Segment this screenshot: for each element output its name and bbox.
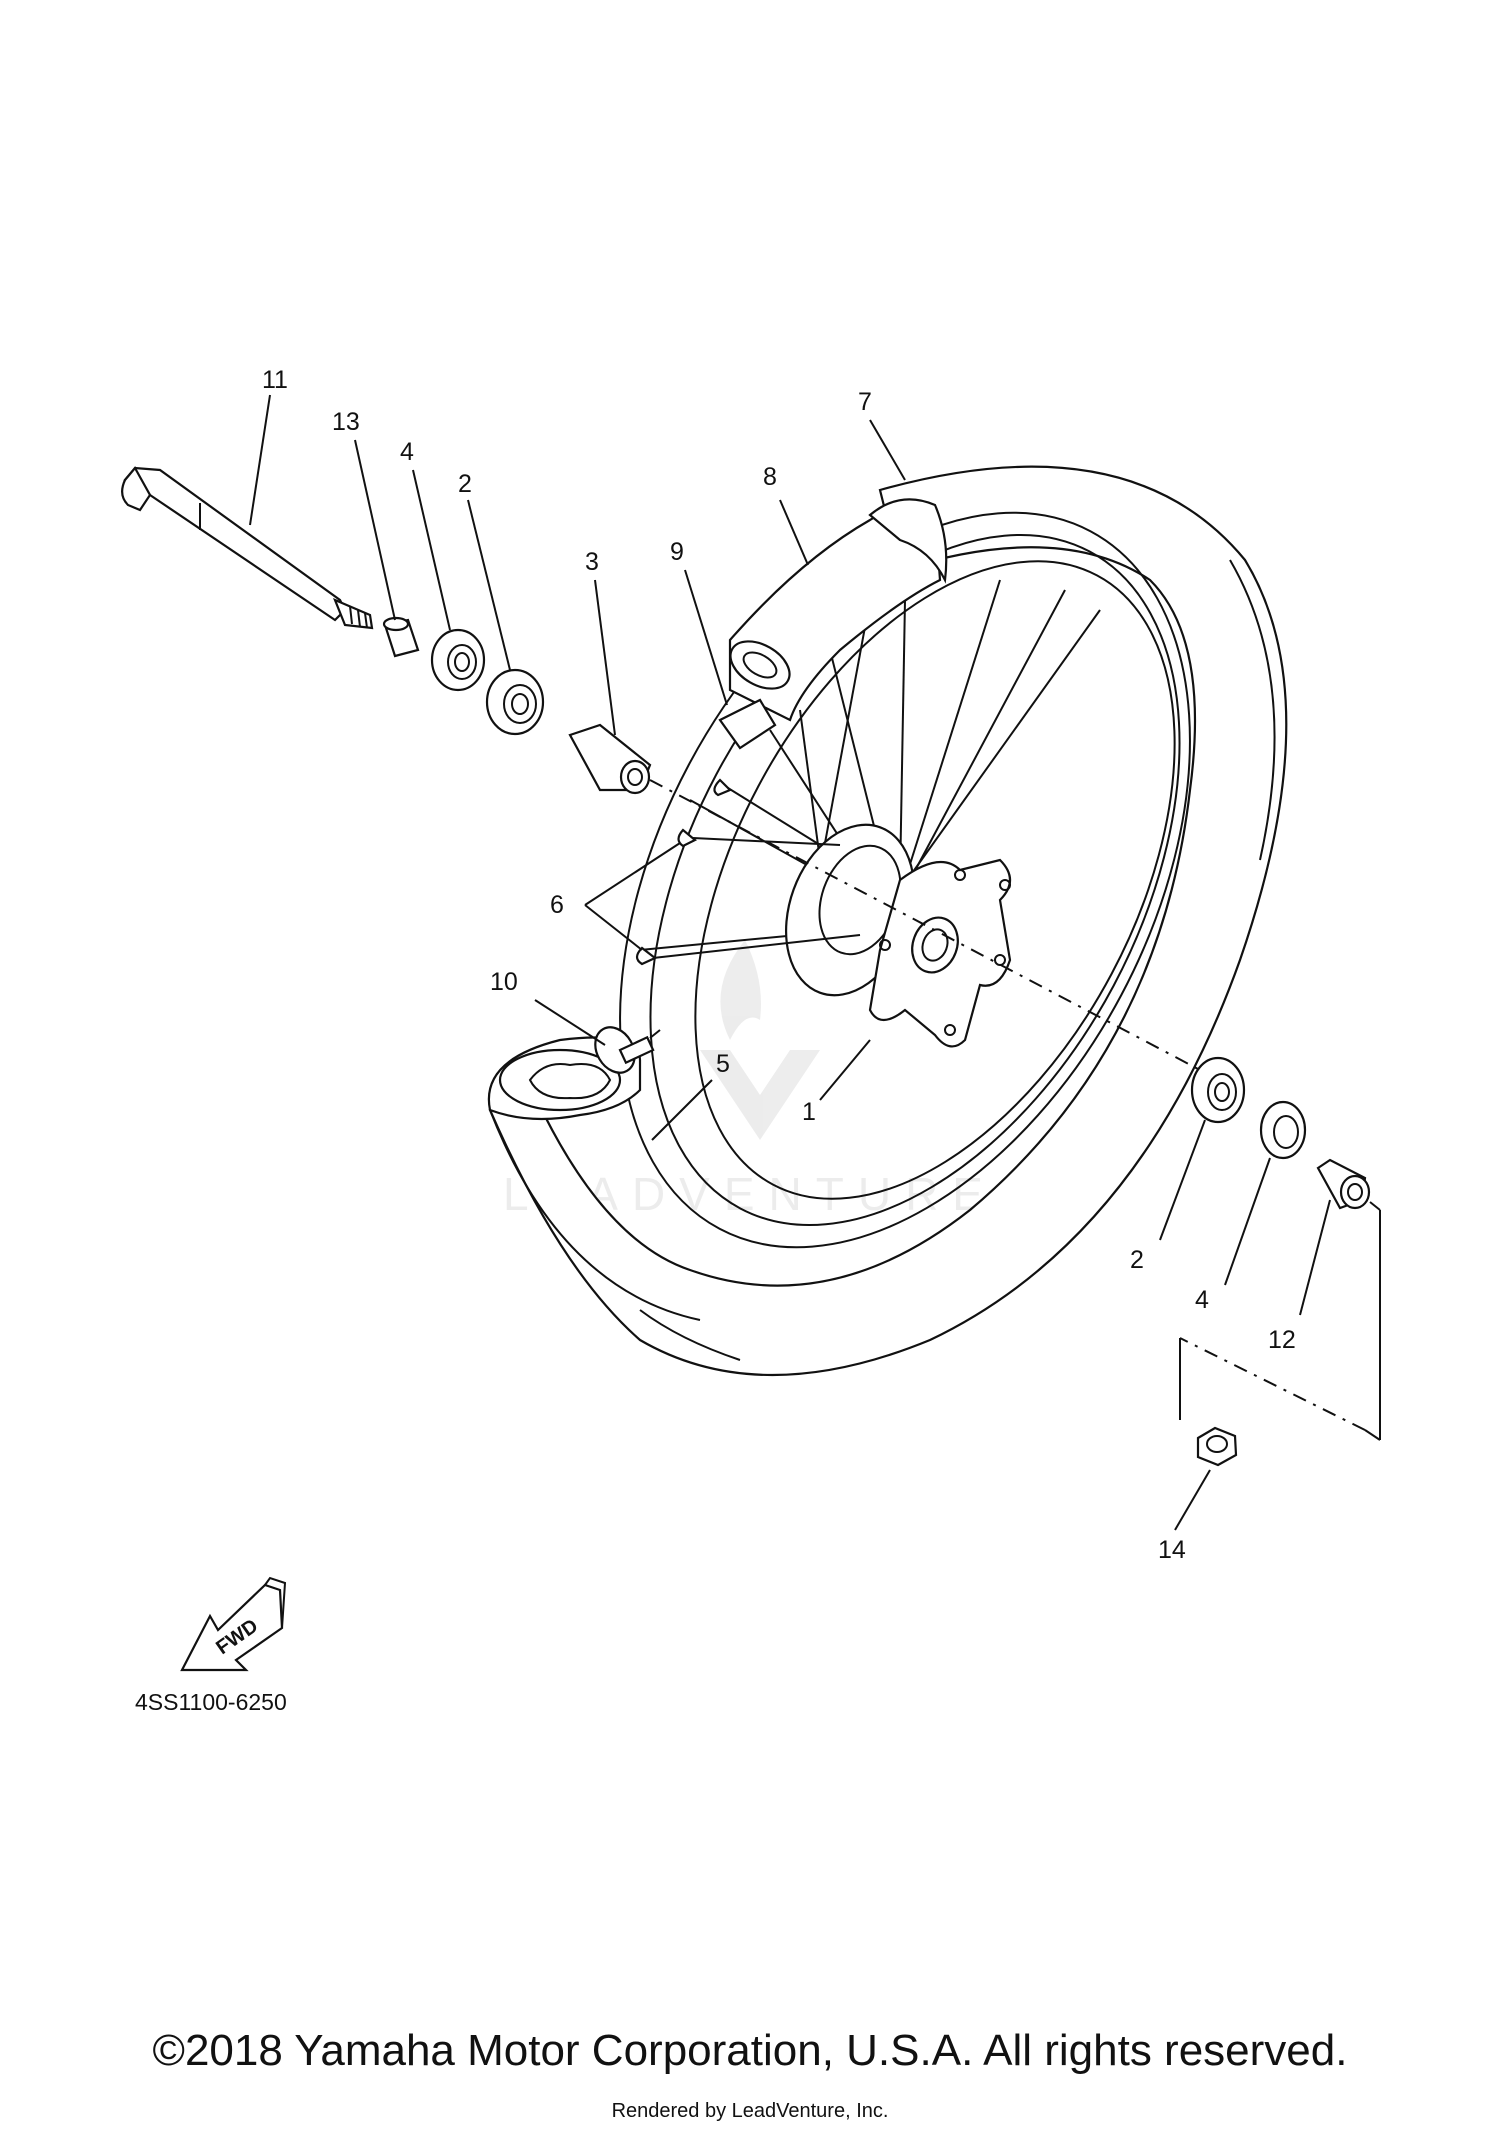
hub bbox=[784, 823, 1012, 1048]
leader-lines bbox=[249, 394, 1331, 1531]
callout-9: 9 bbox=[670, 538, 684, 566]
callout-7: 7 bbox=[858, 388, 872, 416]
collar-12 bbox=[1316, 1158, 1371, 1210]
spoke-nipples bbox=[635, 778, 861, 966]
rim-band bbox=[728, 498, 948, 722]
tube-valve bbox=[594, 1026, 661, 1074]
fwd-arrow: FWD bbox=[180, 1576, 287, 1672]
callout-2: 2 bbox=[458, 470, 472, 498]
callout-4: 4 bbox=[400, 438, 414, 466]
callout-2-right: 2 bbox=[1130, 1246, 1144, 1274]
callouts: 11 13 4 2 3 9 8 7 6 10 5 1 2 4 12 14 bbox=[262, 366, 1296, 1564]
callout-14: 14 bbox=[1158, 1536, 1186, 1564]
callout-4-right: 4 bbox=[1195, 1286, 1209, 1314]
copyright-notice: ©2018 Yamaha Motor Corporation, U.S.A. A… bbox=[152, 2026, 1348, 2075]
assembly-bracket bbox=[1179, 1201, 1381, 1441]
axle-nut bbox=[1196, 1426, 1238, 1467]
callout-10: 10 bbox=[490, 968, 518, 996]
collar-13 bbox=[382, 616, 420, 658]
callout-1: 1 bbox=[802, 1098, 816, 1126]
callout-11: 11 bbox=[262, 366, 288, 394]
callout-8: 8 bbox=[763, 463, 777, 491]
axis-line bbox=[649, 779, 1201, 1071]
spacer bbox=[568, 723, 652, 795]
valve-cap bbox=[718, 698, 777, 750]
rendered-by-notice: Rendered by LeadVenture, Inc. bbox=[611, 2100, 889, 2122]
bearing-left bbox=[485, 668, 545, 736]
callout-3: 3 bbox=[585, 548, 599, 576]
callout-6: 6 bbox=[550, 891, 564, 919]
callout-5: 5 bbox=[716, 1050, 730, 1078]
callout-13: 13 bbox=[332, 408, 360, 436]
callout-12: 12 bbox=[1268, 1326, 1296, 1354]
diagram-code: 4SS1100-6250 bbox=[135, 1689, 287, 1715]
bearing-right bbox=[1190, 1056, 1246, 1124]
axle bbox=[121, 466, 374, 630]
oil-seal-left bbox=[430, 628, 486, 692]
oil-seal-right bbox=[1259, 1100, 1307, 1160]
wheel-rim bbox=[619, 511, 1191, 1249]
